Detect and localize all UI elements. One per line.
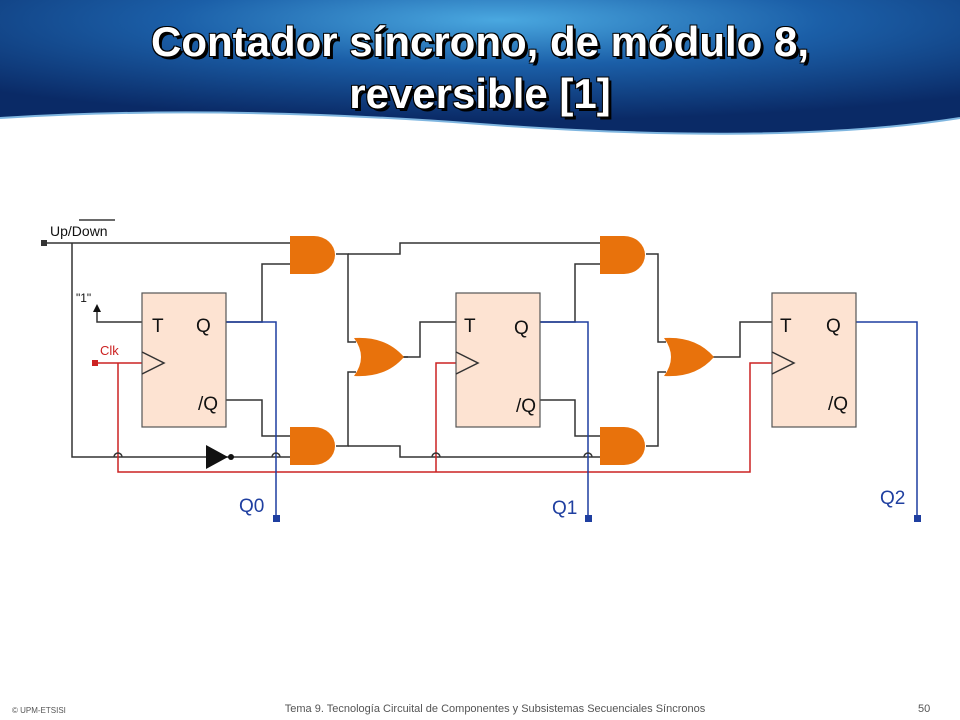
clk-terminal[interactable] (92, 360, 98, 366)
q2-label: Q2 (880, 488, 905, 509)
footer-course-title: Tema 9. Tecnología Circuital de Componen… (284, 703, 706, 715)
q1-label: Q1 (552, 498, 577, 519)
slide-title-line-2: reversible [1] (349, 70, 611, 117)
q0-label: Q0 (239, 496, 264, 517)
and-gate-2b (600, 427, 645, 465)
updown-terminal[interactable] (41, 240, 47, 246)
ff2-nq-label: /Q (828, 394, 848, 415)
ff2-t-label: T (780, 316, 792, 337)
ff0-q-label: Q (196, 316, 211, 337)
clk-label: Clk (100, 343, 119, 358)
ff0-nq-label: /Q (198, 394, 218, 415)
and-gate-1b (290, 427, 335, 465)
updown-label: Up/Down (50, 223, 108, 239)
or-gate-2 (664, 337, 714, 377)
slide-header: Contador síncrono, de módulo 8, reversib… (0, 0, 960, 140)
ff2-q-label: Q (826, 316, 841, 337)
and-gate-2a (600, 236, 645, 274)
q0-terminal[interactable] (273, 515, 280, 522)
flipflop-1: T Q /Q (455, 292, 541, 428)
inverter-gate (206, 445, 234, 469)
header-wave-banner (0, 0, 960, 135)
ff0-t-label: T (152, 316, 164, 337)
q1-terminal[interactable] (585, 515, 592, 522)
logic-one-label: "1" (76, 291, 91, 305)
and-gates (290, 236, 645, 465)
logic-one-arrow (93, 304, 101, 312)
q2-terminal[interactable] (914, 515, 921, 522)
clock-wires (96, 362, 772, 473)
and-gate-1a (290, 236, 335, 274)
ff1-nq-label: /Q (516, 396, 536, 417)
or-gates (354, 337, 714, 377)
ff1-t-label: T (464, 316, 476, 337)
ff1-q-label: Q (514, 318, 529, 339)
or-gate-1 (354, 337, 404, 377)
wire-crossings (113, 452, 593, 458)
flipflop-2: T Q /Q (771, 292, 857, 428)
slide-title-line-1: Contador síncrono, de módulo 8, (150, 18, 809, 65)
footer-copyright: © UPM-ETSISI (12, 706, 66, 715)
footer-page-number: 50 (918, 703, 931, 715)
flipflop-0: T Q /Q (141, 292, 227, 428)
